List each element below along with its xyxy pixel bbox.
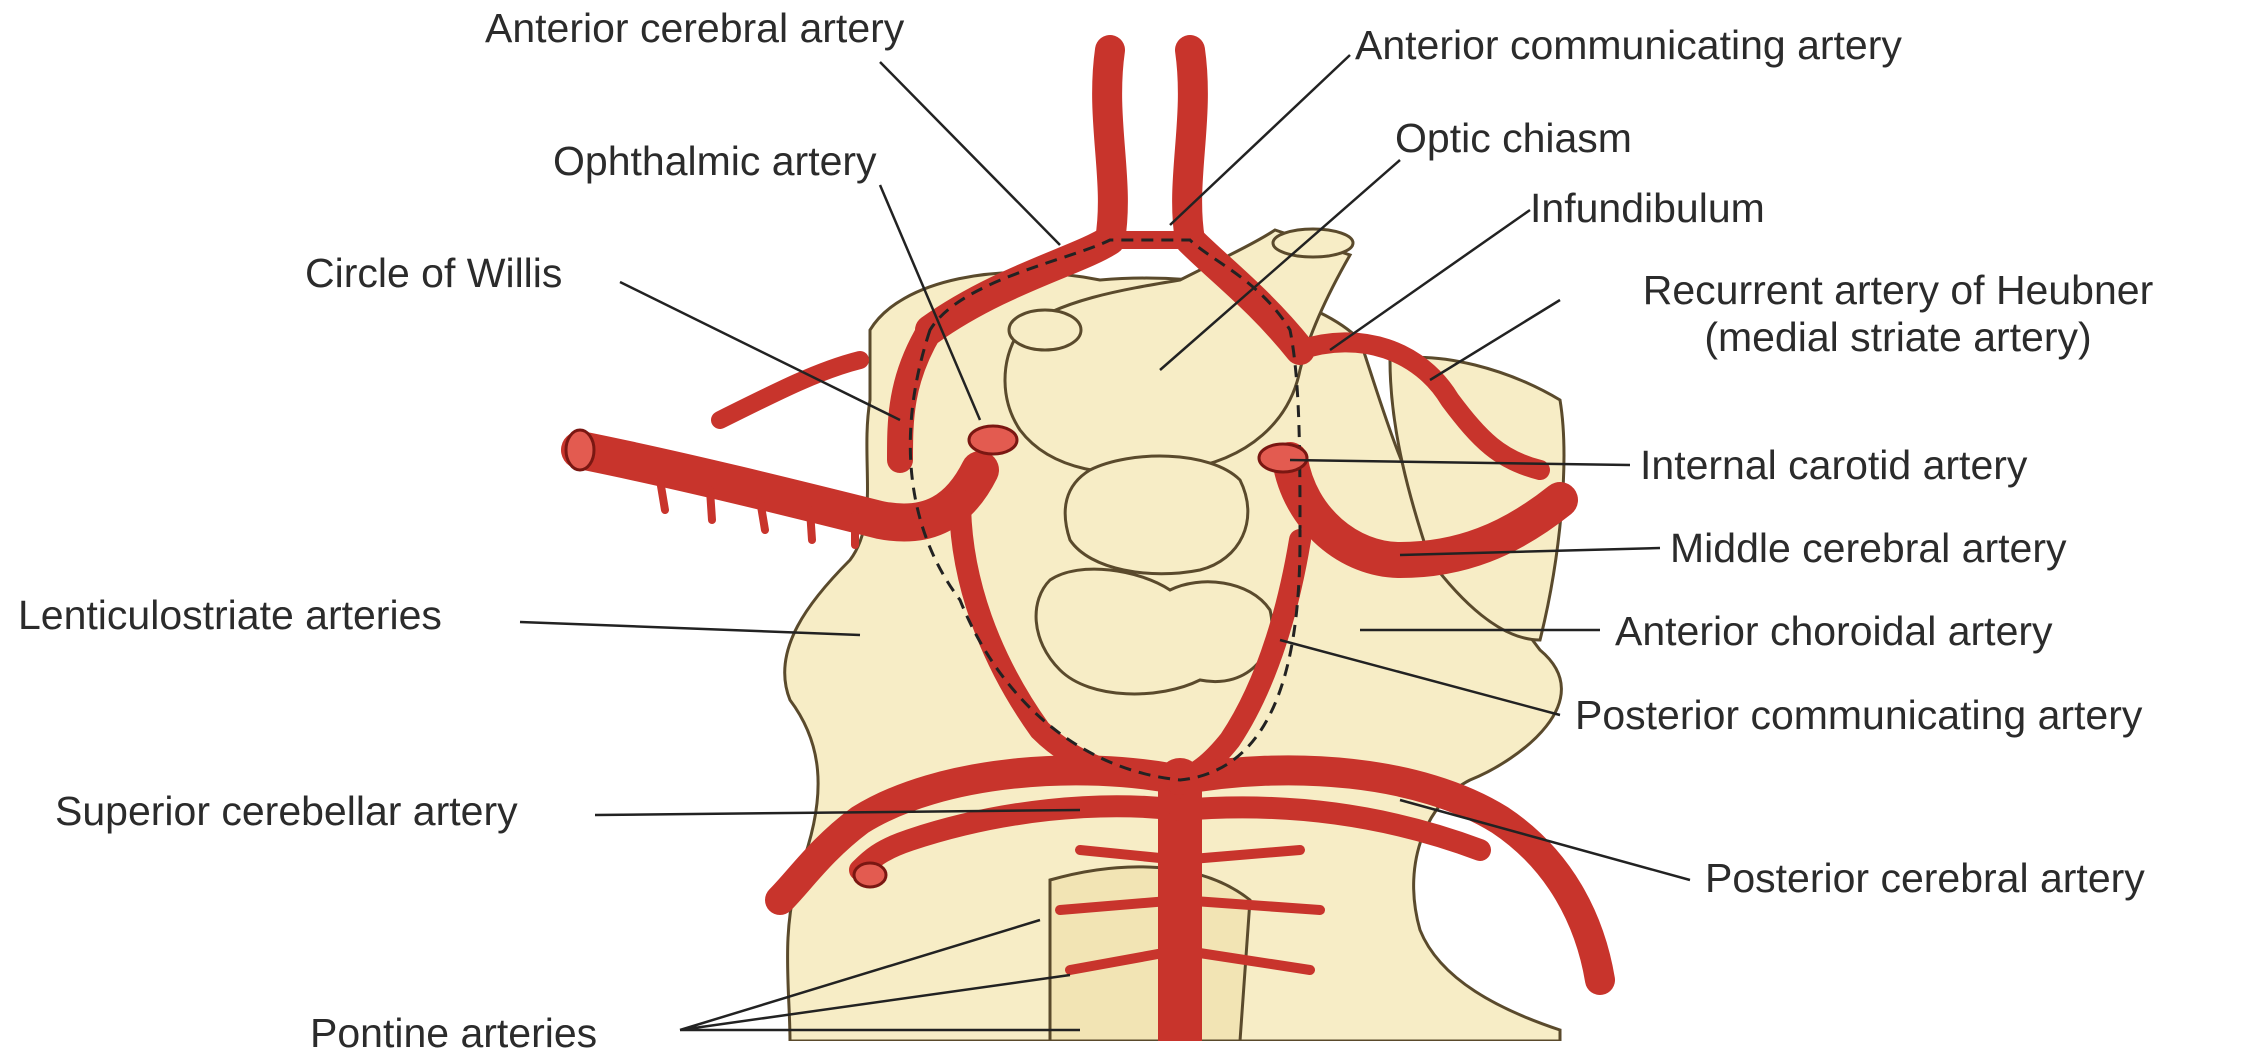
- label-anterior-choroidal-artery: Anterior choroidal artery: [1615, 608, 2053, 655]
- label-posterior-communicating-artery: Posterior communicating artery: [1575, 692, 2142, 739]
- leader-anterior-cerebral: [880, 62, 1060, 245]
- label-pontine-arteries: Pontine arteries: [310, 1010, 597, 1057]
- label-ophthalmic-artery: Ophthalmic artery: [553, 138, 877, 185]
- label-optic-chiasm: Optic chiasm: [1395, 115, 1632, 162]
- ica-end-left: [969, 426, 1017, 454]
- infundibulum-shape: [1065, 456, 1248, 574]
- label-anterior-communicating-artery: Anterior communicating artery: [1355, 22, 1902, 69]
- label-recurrent-heubner-line2: (medial striate artery): [1598, 314, 2198, 361]
- label-internal-carotid-artery: Internal carotid artery: [1640, 442, 2027, 489]
- label-superior-cerebellar-artery: Superior cerebellar artery: [55, 788, 518, 835]
- label-infundibulum: Infundibulum: [1530, 185, 1765, 232]
- mca-end-left: [566, 430, 594, 470]
- leader-infundibulum: [1330, 210, 1530, 350]
- sca-end-left: [854, 863, 886, 887]
- label-posterior-cerebral-artery: Posterior cerebral artery: [1705, 855, 2145, 902]
- label-recurrent-artery-heubner: Recurrent artery of Heubner (medial stri…: [1598, 267, 2198, 361]
- optic-nerve-cut-left: [1009, 310, 1081, 350]
- label-lenticulostriate-arteries: Lenticulostriate arteries: [18, 592, 442, 639]
- leader-recurrent-heubner: [1430, 300, 1560, 380]
- optic-nerve-cut-right: [1273, 229, 1353, 257]
- mammillary-bodies: [1036, 569, 1272, 694]
- label-middle-cerebral-artery: Middle cerebral artery: [1670, 525, 2067, 572]
- ica-end-right: [1259, 444, 1307, 472]
- label-circle-of-willis: Circle of Willis: [305, 250, 562, 297]
- label-recurrent-heubner-line1: Recurrent artery of Heubner: [1598, 267, 2198, 314]
- label-anterior-cerebral-artery: Anterior cerebral artery: [485, 5, 904, 52]
